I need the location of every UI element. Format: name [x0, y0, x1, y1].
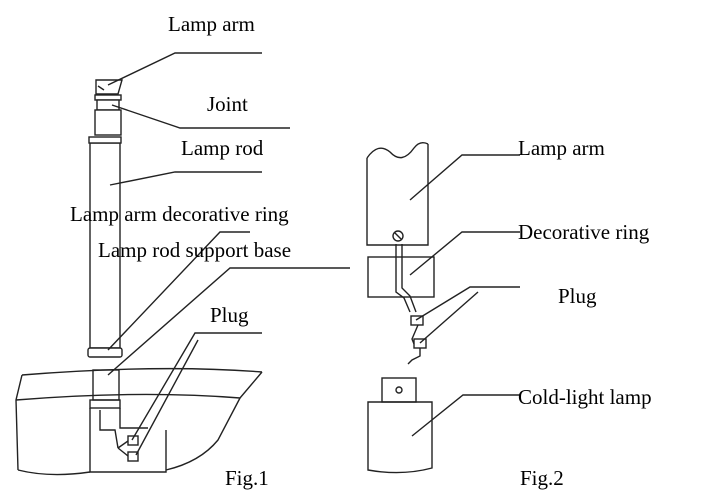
fig1-lamp-arm-top [95, 79, 123, 95]
fig2-caption: Fig.2 [520, 466, 564, 490]
fig2-drawing [366, 141, 520, 474]
fig1-plug-top [127, 435, 139, 446]
fig1-caption: Fig.1 [225, 466, 269, 490]
fig2-label-lamp-arm: Lamp arm [518, 136, 605, 160]
fig1-plug-bottom [127, 451, 139, 462]
fig2-label-cold-light-lamp: Cold-light lamp [518, 385, 652, 409]
fig2-lamp-arm [366, 144, 429, 246]
fig1-label-lamp-arm: Lamp arm [168, 12, 255, 36]
fig1-joint-body [94, 109, 122, 136]
fig1-label-support-base: Lamp rod support base [98, 238, 292, 262]
fig1-label-plug: Plug [210, 303, 249, 327]
fig1-label-lamp-rod: Lamp rod [181, 136, 264, 160]
fig1-label-joint: Joint [207, 92, 248, 116]
fig1-joint [96, 99, 120, 111]
fig2-plug-top [410, 315, 424, 326]
fig2-plug-bottom [413, 338, 427, 349]
fig1-decorative-ring [87, 347, 123, 358]
fig2-label-plug: Plug [558, 284, 597, 308]
fig2-cold-light-lamp [367, 401, 433, 474]
fig1-drawing [15, 52, 350, 476]
fig1-joint-ring [94, 94, 122, 101]
fig1-label-arm-decorative-ring: Lamp arm decorative ring [70, 202, 289, 226]
fig2-label-decorative-ring: Decorative ring [518, 220, 650, 244]
